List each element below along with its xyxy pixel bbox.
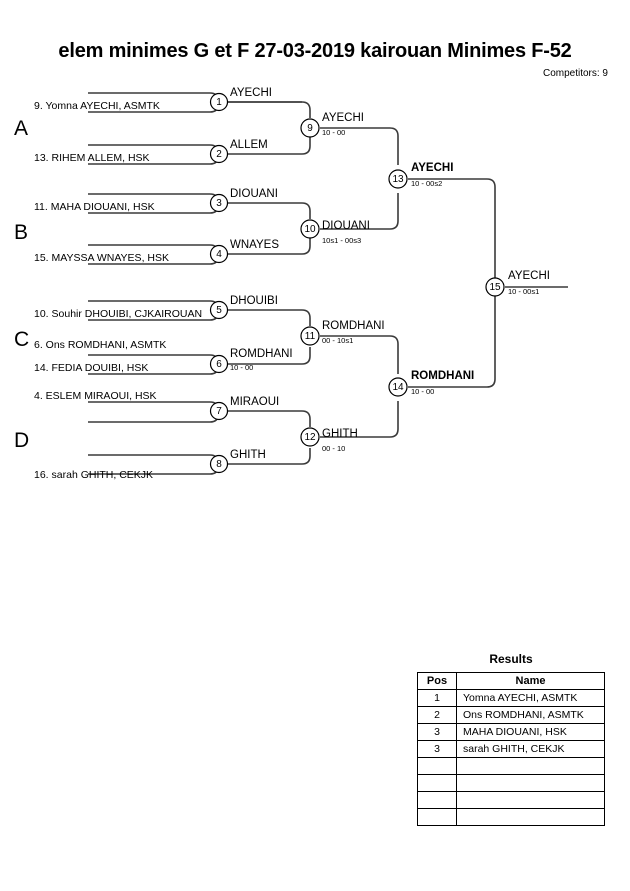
group-letter-d: D	[14, 429, 30, 452]
match-node-2[interactable]: 2	[216, 149, 222, 160]
result-pos	[417, 774, 457, 792]
entry-label: 10. Souhir DHOUIBI, CJKAIROUAN	[34, 308, 203, 320]
advancing-score-13: 10 - 00s2	[411, 179, 443, 188]
advancing-name-7: MIRAOUI	[230, 396, 280, 408]
table-row	[417, 774, 605, 792]
result-pos	[417, 757, 457, 775]
table-row: 3 sarah GHITH, CEKJK	[417, 740, 605, 758]
table-row	[417, 791, 605, 809]
tournament-bracket: A B C D 9. Yomna AYECHI, ASMTK 13. RIHEM…	[14, 87, 568, 481]
advancing-name-10: DIOUANI	[322, 220, 370, 232]
group-letter-c: C	[14, 328, 30, 351]
result-name	[456, 774, 605, 792]
advancing-name-15: AYECHI	[508, 270, 550, 282]
result-name	[456, 757, 605, 775]
table-row: 1 Yomna AYECHI, ASMTK	[417, 689, 605, 707]
match-node-12[interactable]: 12	[304, 432, 316, 443]
results-col-name: Name	[456, 672, 605, 690]
result-pos: 3	[417, 723, 457, 741]
match-node-3[interactable]: 3	[216, 198, 222, 209]
match-node-9[interactable]: 9	[307, 123, 313, 134]
result-pos: 1	[417, 689, 457, 707]
entry-label: 16. sarah GHITH, CEKJK	[34, 469, 154, 481]
advancing-score-12: 00 - 10	[322, 444, 346, 453]
result-name: MAHA DIOUANI, HSK	[456, 723, 605, 741]
advancing-name-2: ALLEM	[230, 139, 268, 151]
match-node-13[interactable]: 13	[392, 174, 404, 185]
results-header-row: Pos Name	[417, 672, 605, 690]
table-row: 3 MAHA DIOUANI, HSK	[417, 723, 605, 741]
result-name: sarah GHITH, CEKJK	[456, 740, 605, 758]
match-node-circles	[209, 92, 505, 474]
advancing-score-9: 10 - 00	[322, 128, 346, 137]
advancing-name-3: DIOUANI	[230, 188, 278, 200]
table-row	[417, 808, 605, 826]
results-table: Pos Name 1 Yomna AYECHI, ASMTK 2 Ons ROM…	[417, 672, 605, 826]
advancing-name-1: AYECHI	[230, 87, 272, 99]
entry-label: 6. Ons ROMDHANI, ASMTK	[34, 339, 167, 351]
match-node-15[interactable]: 15	[489, 282, 501, 293]
table-row	[417, 757, 605, 775]
entry-label: 15. MAYSSA WNAYES, HSK	[34, 252, 169, 264]
group-letter-a: A	[14, 117, 29, 140]
page-title: elem minimes G et F 27-03-2019 kairouan …	[58, 40, 572, 62]
advancing-score-15: 10 - 00s1	[508, 287, 540, 296]
table-row: 2 Ons ROMDHANI, ASMTK	[417, 706, 605, 724]
result-pos: 2	[417, 706, 457, 724]
advancing-name-4: WNAYES	[230, 239, 279, 251]
result-name: Ons ROMDHANI, ASMTK	[456, 706, 605, 724]
entry-label: 11. MAHA DIOUANI, HSK	[34, 201, 155, 213]
result-pos	[417, 791, 457, 809]
match-node-5[interactable]: 5	[216, 305, 222, 316]
result-pos	[417, 808, 457, 826]
entry-label: 4. ESLEM MIRAOUI, HSK	[34, 390, 157, 402]
results-title: Results	[489, 652, 533, 666]
entry-label: 9. Yomna AYECHI, ASMTK	[34, 100, 160, 112]
results-panel: Results Pos Name 1 Yomna AYECHI, ASMTK 2…	[417, 652, 605, 826]
advancing-score-14: 10 - 00	[411, 387, 435, 396]
result-pos: 3	[417, 740, 457, 758]
result-name	[456, 791, 605, 809]
entry-label: 13. RIHEM ALLEM, HSK	[34, 152, 150, 164]
match-node-10[interactable]: 10	[304, 224, 316, 235]
results-col-pos: Pos	[417, 672, 457, 690]
advancing-name-11: ROMDHANI	[322, 320, 385, 332]
advancing-name-8: GHITH	[230, 449, 266, 461]
advancing-score-10: 10s1 - 00s3	[322, 236, 362, 245]
result-name: Yomna AYECHI, ASMTK	[456, 689, 605, 707]
match-node-6[interactable]: 6	[216, 359, 222, 370]
match-node-7[interactable]: 7	[216, 406, 222, 417]
competitors-count: Competitors: 9	[542, 68, 608, 79]
match-node-11[interactable]: 11	[304, 331, 316, 342]
result-name	[456, 808, 605, 826]
match-node-4[interactable]: 4	[216, 249, 222, 260]
advancing-name-14: ROMDHANI	[411, 370, 475, 382]
match-node-14[interactable]: 14	[392, 382, 404, 393]
advancing-name-5: DHOUIBI	[230, 295, 278, 307]
match-node-8[interactable]: 8	[216, 459, 222, 470]
advancing-name-6: ROMDHANI	[230, 348, 293, 360]
advancing-name-12: GHITH	[322, 428, 358, 440]
entry-label: 14. FEDIA DOUIBI, HSK	[34, 362, 149, 374]
group-letter-b: B	[14, 221, 29, 244]
advancing-score-11: 00 - 10s1	[322, 336, 354, 345]
advancing-name-13: AYECHI	[411, 162, 454, 174]
match-node-1[interactable]: 1	[216, 97, 222, 108]
advancing-name-9: AYECHI	[322, 112, 364, 124]
advancing-score-6: 10 - 00	[230, 363, 254, 372]
